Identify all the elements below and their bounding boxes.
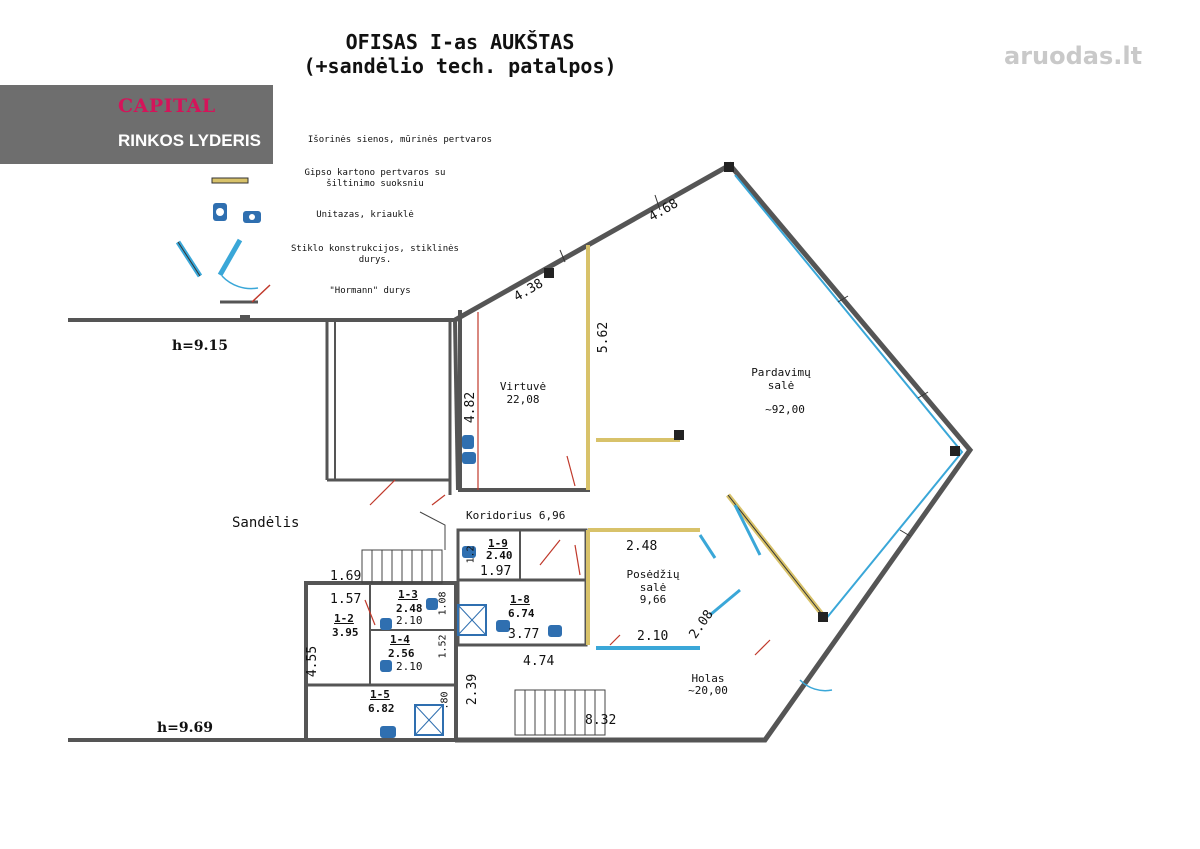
room-1-9-id: 1-9 (488, 537, 508, 550)
doors (364, 312, 771, 656)
room-meeting-area: 9,66 (639, 593, 667, 606)
dimension-ticks (559, 194, 929, 537)
room-warehouse: Sandėlis (232, 515, 300, 531)
legend-symbols (175, 177, 271, 304)
plan-title: OFISAS I-as AUKŠTAS (345, 30, 575, 54)
glass-facade (698, 174, 964, 692)
dim-2-10-a: 2.10 (396, 614, 423, 627)
stairs (361, 511, 606, 736)
dim-2-48: 2.48 (626, 539, 658, 554)
dim-3-77: 3.77 (508, 627, 540, 642)
watermark-logo: aruodas.lt (1004, 42, 1143, 70)
room-meeting-name: Posėdžių salė (626, 568, 680, 594)
dim-0-80: .80 (439, 691, 451, 710)
legend-walls-label: Išorinės sienos, mūrinės pertvaros (307, 135, 493, 145)
legend-gypsum-label: Gipso kartono pertvaros su šiltinimo suo… (304, 168, 446, 189)
room-sales-area: ~92,00 (765, 403, 805, 416)
room-kitchen-name: Virtuvė (499, 380, 547, 393)
room-sales-name: Pardavimų salė (751, 366, 811, 392)
legend-gypsum-swatch (211, 177, 249, 184)
room-hall-name: Holas (691, 672, 725, 685)
level-lower: h=9.69 (157, 720, 214, 736)
columns (544, 162, 960, 622)
dim-4-74: 4.74 (523, 654, 555, 669)
room-1-9-area: 2.40 (486, 549, 513, 562)
dim-2-39: 2.39 (465, 673, 481, 706)
dim-4-55: 4.55 (305, 645, 321, 678)
room-1-2-id: 1-2 (334, 612, 354, 625)
dim-1-69: 1.69 (330, 569, 362, 584)
room-kitchen-area: 22,08 (506, 393, 540, 406)
room-1-2-area: 3.95 (332, 626, 359, 639)
plan-subtitle: (+sandėlio tech. patalpos) (303, 54, 617, 78)
level-upper: h=9.15 (172, 338, 229, 354)
dim-4-82: 4.82 (463, 391, 479, 424)
room-hall-area: ~20,00 (688, 684, 728, 697)
dim-8-32: 8.32 (585, 713, 617, 728)
room-1-8-area: 6.74 (508, 607, 535, 620)
walls (68, 161, 974, 743)
legend-hormann-label: "Hormann" durys (329, 286, 411, 296)
brand-logo: CAPITAL (118, 95, 216, 117)
brand-tagline: RINKOS LYDERIS (118, 131, 261, 150)
legend-sanitary-label: Unitazas, kriauklė (316, 210, 414, 220)
room-1-4-id: 1-4 (390, 633, 410, 646)
dim-1-57: 1.57 (330, 592, 362, 607)
room-1-4-area: 2.56 (388, 647, 415, 660)
dim-2-10-meeting: 2.10 (637, 629, 669, 644)
room-1-3-area: 2.48 (396, 602, 423, 615)
brand-banner: CAPITAL RINKOS LYDERIS (0, 85, 273, 164)
dim-2-10-b: 2.10 (396, 660, 423, 673)
dim-1-52: 1.52 (437, 634, 449, 659)
room-1-8-id: 1-8 (510, 593, 530, 606)
dim-5-62: 5.62 (596, 321, 612, 354)
dim-1-97: 1.97 (480, 564, 512, 579)
sanitary-fixtures (380, 435, 562, 738)
room-corridor: Koridorius 6,96 (466, 509, 566, 522)
room-1-5-area: 6.82 (368, 702, 395, 715)
room-1-3-id: 1-3 (398, 588, 418, 601)
legend-glass-door (217, 238, 243, 277)
legend-glass-label: Stiklo konstrukcijos, stiklinės durys. (291, 244, 459, 265)
room-1-5-id: 1-5 (370, 688, 390, 701)
legend-toilet-icon (213, 203, 227, 221)
legend-sink-icon (243, 211, 261, 223)
dim-1-08: 1.08 (437, 591, 449, 616)
dim-1-2: 1.2 (465, 545, 477, 564)
